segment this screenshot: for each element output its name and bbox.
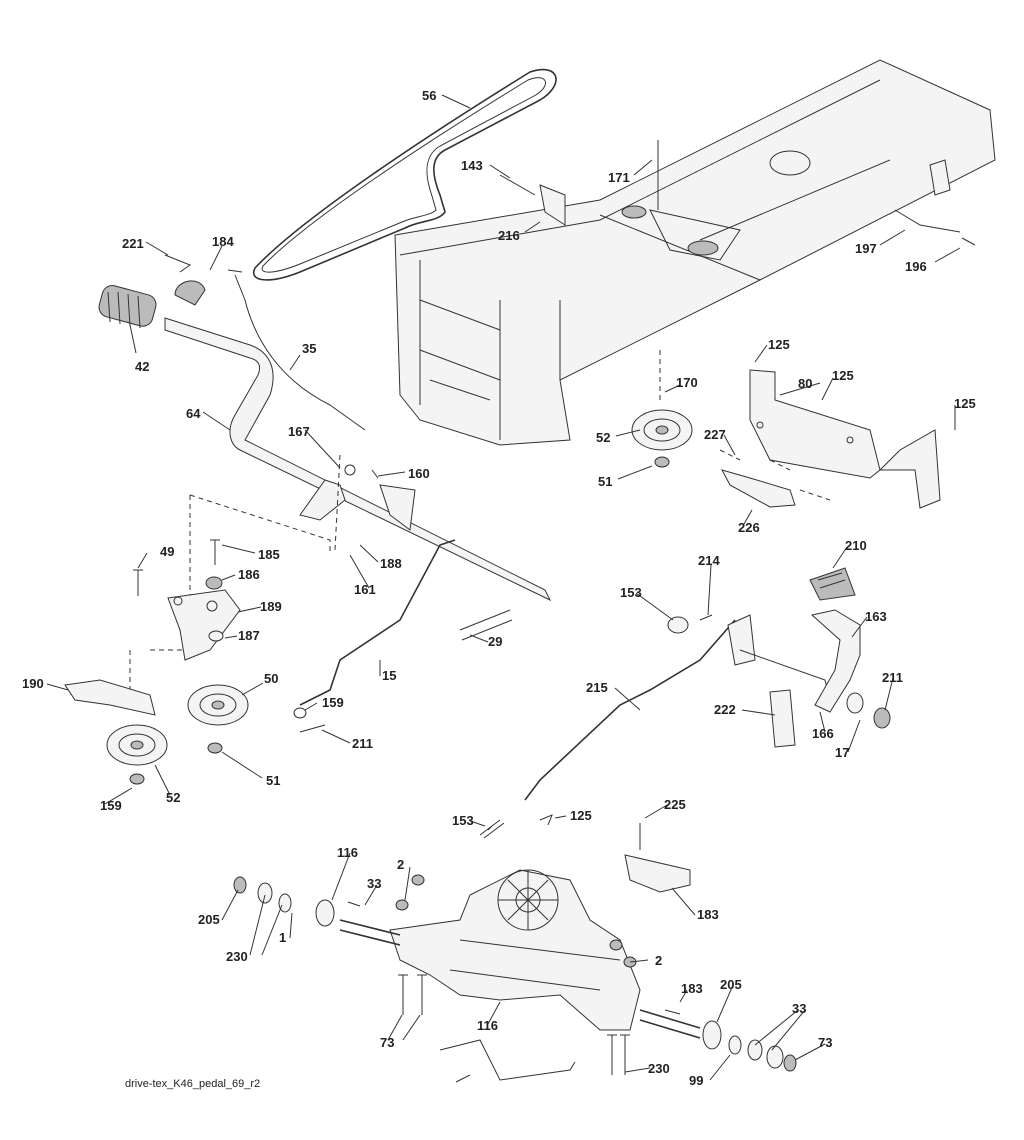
part-label: 116 <box>477 1018 498 1033</box>
part-label: 190 <box>22 676 44 691</box>
part-label: 211 <box>352 736 373 751</box>
rod-29 <box>293 539 513 733</box>
part-label: 52 <box>596 430 610 445</box>
part-label: 17 <box>835 745 849 760</box>
part-label: 2 <box>397 857 404 872</box>
part-label: 125 <box>768 337 790 352</box>
part-label: 49 <box>160 544 174 559</box>
part-label: 52 <box>166 790 180 805</box>
axle-hardware-left <box>233 874 427 1015</box>
part-label: 51 <box>598 474 612 489</box>
part-label: 230 <box>648 1061 670 1076</box>
part-184-221 <box>164 254 206 306</box>
part-label: 170 <box>676 375 698 390</box>
linkage-167-160 <box>299 464 416 531</box>
part-label: 50 <box>264 671 278 686</box>
spring-17 <box>479 814 553 839</box>
part-label: 1 <box>279 930 286 945</box>
part-label: 64 <box>186 406 201 421</box>
axle-shaft <box>98 285 552 602</box>
part-label: 159 <box>100 798 122 813</box>
part-label: 125 <box>954 396 976 411</box>
part-label: 214 <box>698 553 720 568</box>
part-label: 2 <box>655 953 662 968</box>
drive-belt <box>252 68 557 281</box>
cable-35 <box>227 269 366 431</box>
pedal-bracket-226 <box>721 469 796 508</box>
part-label: 186 <box>238 567 260 582</box>
bracket-225 <box>624 823 691 893</box>
part-label: 211 <box>882 670 903 685</box>
part-label: 171 <box>608 170 630 185</box>
part-label: 99 <box>689 1073 703 1088</box>
part-label: 225 <box>664 797 686 812</box>
part-label: 33 <box>367 876 381 891</box>
leader-lines <box>46 94 961 1083</box>
part-label: 221 <box>122 236 144 251</box>
part-label: 184 <box>212 234 234 249</box>
part-label: 42 <box>135 359 149 374</box>
part-label: 185 <box>258 547 280 562</box>
part-label: 183 <box>697 907 719 922</box>
mounting-bracket <box>749 369 941 509</box>
part-label: 196 <box>905 259 927 274</box>
part-label: 230 <box>226 949 248 964</box>
part-label: 153 <box>620 585 642 600</box>
part-label: 73 <box>818 1035 832 1050</box>
part-label: 226 <box>738 520 760 535</box>
chassis-frame <box>394 59 996 446</box>
part-label: 205 <box>198 912 220 927</box>
pedal-assembly <box>524 567 891 801</box>
part-label: 35 <box>302 341 316 356</box>
axle-hardware-right <box>607 939 797 1075</box>
part-label: 125 <box>832 368 854 383</box>
part-label: 189 <box>260 599 282 614</box>
plate-190 <box>64 679 156 716</box>
part-label: 222 <box>714 702 736 717</box>
part-label: 167 <box>288 424 310 439</box>
pulleys <box>106 409 693 785</box>
part-label: 116 <box>337 845 358 860</box>
part-label: 197 <box>855 241 877 256</box>
plate-189 <box>133 539 241 661</box>
part-label: 15 <box>382 668 396 683</box>
part-label: 33 <box>792 1001 806 1016</box>
rod-99 <box>439 1039 576 1081</box>
diagram-caption: drive-tex_K46_pedal_69_r2 <box>125 1078 260 1090</box>
part-label: 29 <box>488 634 502 649</box>
part-label: 205 <box>720 977 742 992</box>
part-label: 188 <box>380 556 402 571</box>
part-label: 143 <box>461 158 483 173</box>
part-label: 187 <box>238 628 260 643</box>
part-label: 166 <box>812 726 834 741</box>
part-label: 125 <box>570 808 592 823</box>
transaxle <box>339 869 701 1039</box>
part-labels: 56 143 171 216 197 196 221 184 42 35 64 … <box>22 88 976 1088</box>
part-label: 161 <box>354 582 376 597</box>
part-label: 160 <box>408 466 430 481</box>
part-label: 163 <box>865 609 887 624</box>
part-label: 210 <box>845 538 867 553</box>
part-label: 73 <box>380 1035 394 1050</box>
part-label: 216 <box>498 228 520 243</box>
frame-hardware <box>499 140 976 246</box>
part-label: 159 <box>322 695 344 710</box>
part-label: 215 <box>586 680 608 695</box>
part-label: 183 <box>681 981 703 996</box>
part-label: 80 <box>798 376 812 391</box>
part-label: 51 <box>266 773 280 788</box>
assembly-lines <box>129 350 831 710</box>
part-label: 153 <box>452 813 474 828</box>
part-label: 227 <box>704 427 726 442</box>
part-label: 56 <box>422 88 436 103</box>
